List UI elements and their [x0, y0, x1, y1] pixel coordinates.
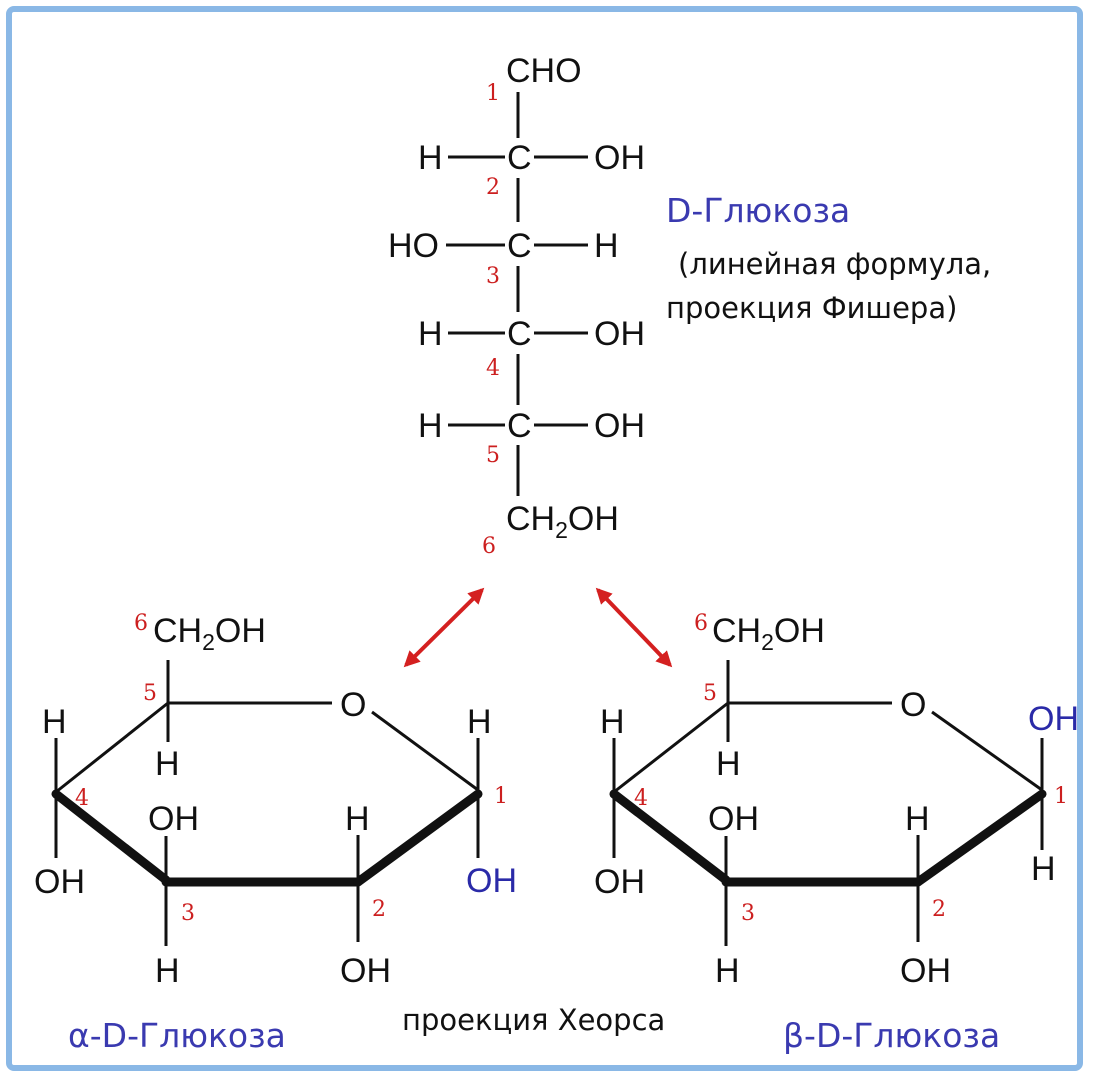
- fischer-c5-carbon: C: [507, 407, 532, 445]
- fischer-c4-carbon: C: [507, 315, 532, 353]
- beta-ch2oh-group: CH2OH: [712, 612, 825, 655]
- fischer-c5-left: H: [418, 407, 443, 445]
- fischer-number-3: 3: [486, 264, 500, 289]
- fischer-subtitle-line2: проекция Фишера): [666, 291, 957, 325]
- beta-c5-bottom: H: [716, 745, 741, 783]
- beta-c1-top: OH: [1028, 700, 1079, 738]
- alpha-number-6: 6: [134, 611, 148, 636]
- fischer-c2-right: OH: [594, 139, 645, 177]
- beta-bond-c2-c1: [913, 789, 1047, 887]
- alpha-c2-top: H: [345, 800, 370, 838]
- alpha-number-1: 1: [494, 784, 508, 809]
- alpha-ch2oh-group: CH2OH: [153, 612, 266, 655]
- beta-c4-top: H: [600, 703, 625, 741]
- fischer-number-4: 4: [486, 356, 500, 381]
- equilibrium-arrow-left: [403, 587, 485, 668]
- fischer-c3-right: H: [594, 227, 619, 265]
- fischer-number-5: 5: [486, 443, 500, 468]
- alpha-bond-o-c1: [371, 710, 479, 792]
- beta-ring-oxygen: O: [900, 686, 926, 724]
- fischer-c4-left: H: [418, 315, 443, 353]
- fischer-c3-carbon: C: [507, 227, 532, 265]
- alpha-c5-bottom: H: [155, 745, 180, 783]
- diagram-frame: [6, 6, 1083, 1071]
- alpha-c1-bottom: OH: [466, 862, 517, 900]
- fischer-ch2oh-group: CH2OH: [506, 500, 619, 543]
- alpha-c4-top: H: [42, 703, 67, 741]
- beta-number-1: 1: [1054, 784, 1068, 809]
- fischer-number-6: 6: [482, 534, 496, 559]
- alpha-c2-bottom: OH: [340, 952, 391, 990]
- alpha-caption: α-D-Глюкоза: [68, 1016, 286, 1055]
- alpha-haworth: CH2OH O H OH H OH OH H H OH H 1 2 3 4 5 …: [34, 611, 517, 1055]
- haworth-caption: проекция Хеорса: [402, 1003, 665, 1037]
- alpha-c1-top: H: [467, 703, 492, 741]
- beta-bond-c4-c3: [609, 789, 731, 885]
- beta-caption: β-D-Глюкоза: [783, 1016, 1000, 1055]
- beta-c1-bottom: H: [1031, 850, 1056, 888]
- alpha-c4-bottom: OH: [34, 863, 85, 901]
- alpha-number-5: 5: [143, 681, 157, 706]
- alpha-number-3: 3: [181, 901, 195, 926]
- beta-number-5: 5: [703, 681, 717, 706]
- fischer-cho-group: CHO: [506, 52, 582, 90]
- fischer-c2-carbon: C: [507, 139, 532, 177]
- fischer-c3-left: HO: [388, 227, 439, 265]
- beta-haworth: CH2OH O OH H H OH OH H H OH H 1 2 3 4 5 …: [594, 611, 1079, 1055]
- alpha-bond-c2-c1: [353, 789, 483, 887]
- equilibrium-arrow-right: [595, 587, 673, 668]
- fischer-title: D-Глюкоза: [666, 191, 850, 230]
- fischer-projection: CHO H C OH HO C H H C OH H C OH CH2OH 1 …: [388, 52, 991, 559]
- alpha-ring-oxygen: O: [340, 686, 366, 724]
- fischer-c4-right: OH: [594, 315, 645, 353]
- beta-c3-bottom: H: [715, 952, 740, 990]
- fischer-c5-right: OH: [594, 407, 645, 445]
- fischer-number-2: 2: [486, 175, 500, 200]
- alpha-number-4: 4: [75, 786, 89, 811]
- alpha-c3-bottom: H: [155, 952, 180, 990]
- beta-c2-top: H: [905, 800, 930, 838]
- alpha-bond-c4-c3: [51, 789, 171, 885]
- beta-bond-c5-c4: [613, 701, 729, 794]
- fischer-subtitle-line1: (линейная формула,: [678, 247, 991, 281]
- beta-number-3: 3: [741, 901, 755, 926]
- beta-c4-bottom: OH: [594, 863, 645, 901]
- beta-c3-top: OH: [708, 800, 759, 838]
- beta-number-4: 4: [634, 786, 648, 811]
- beta-bond-o-c1: [931, 710, 1043, 792]
- alpha-c3-top: OH: [148, 800, 199, 838]
- beta-number-6: 6: [694, 611, 708, 636]
- fischer-c2-left: H: [418, 139, 443, 177]
- fischer-number-1: 1: [486, 81, 500, 106]
- beta-c2-bottom: OH: [900, 952, 951, 990]
- alpha-bond-c5-c4: [55, 701, 169, 794]
- alpha-number-2: 2: [372, 897, 386, 922]
- beta-number-2: 2: [932, 897, 946, 922]
